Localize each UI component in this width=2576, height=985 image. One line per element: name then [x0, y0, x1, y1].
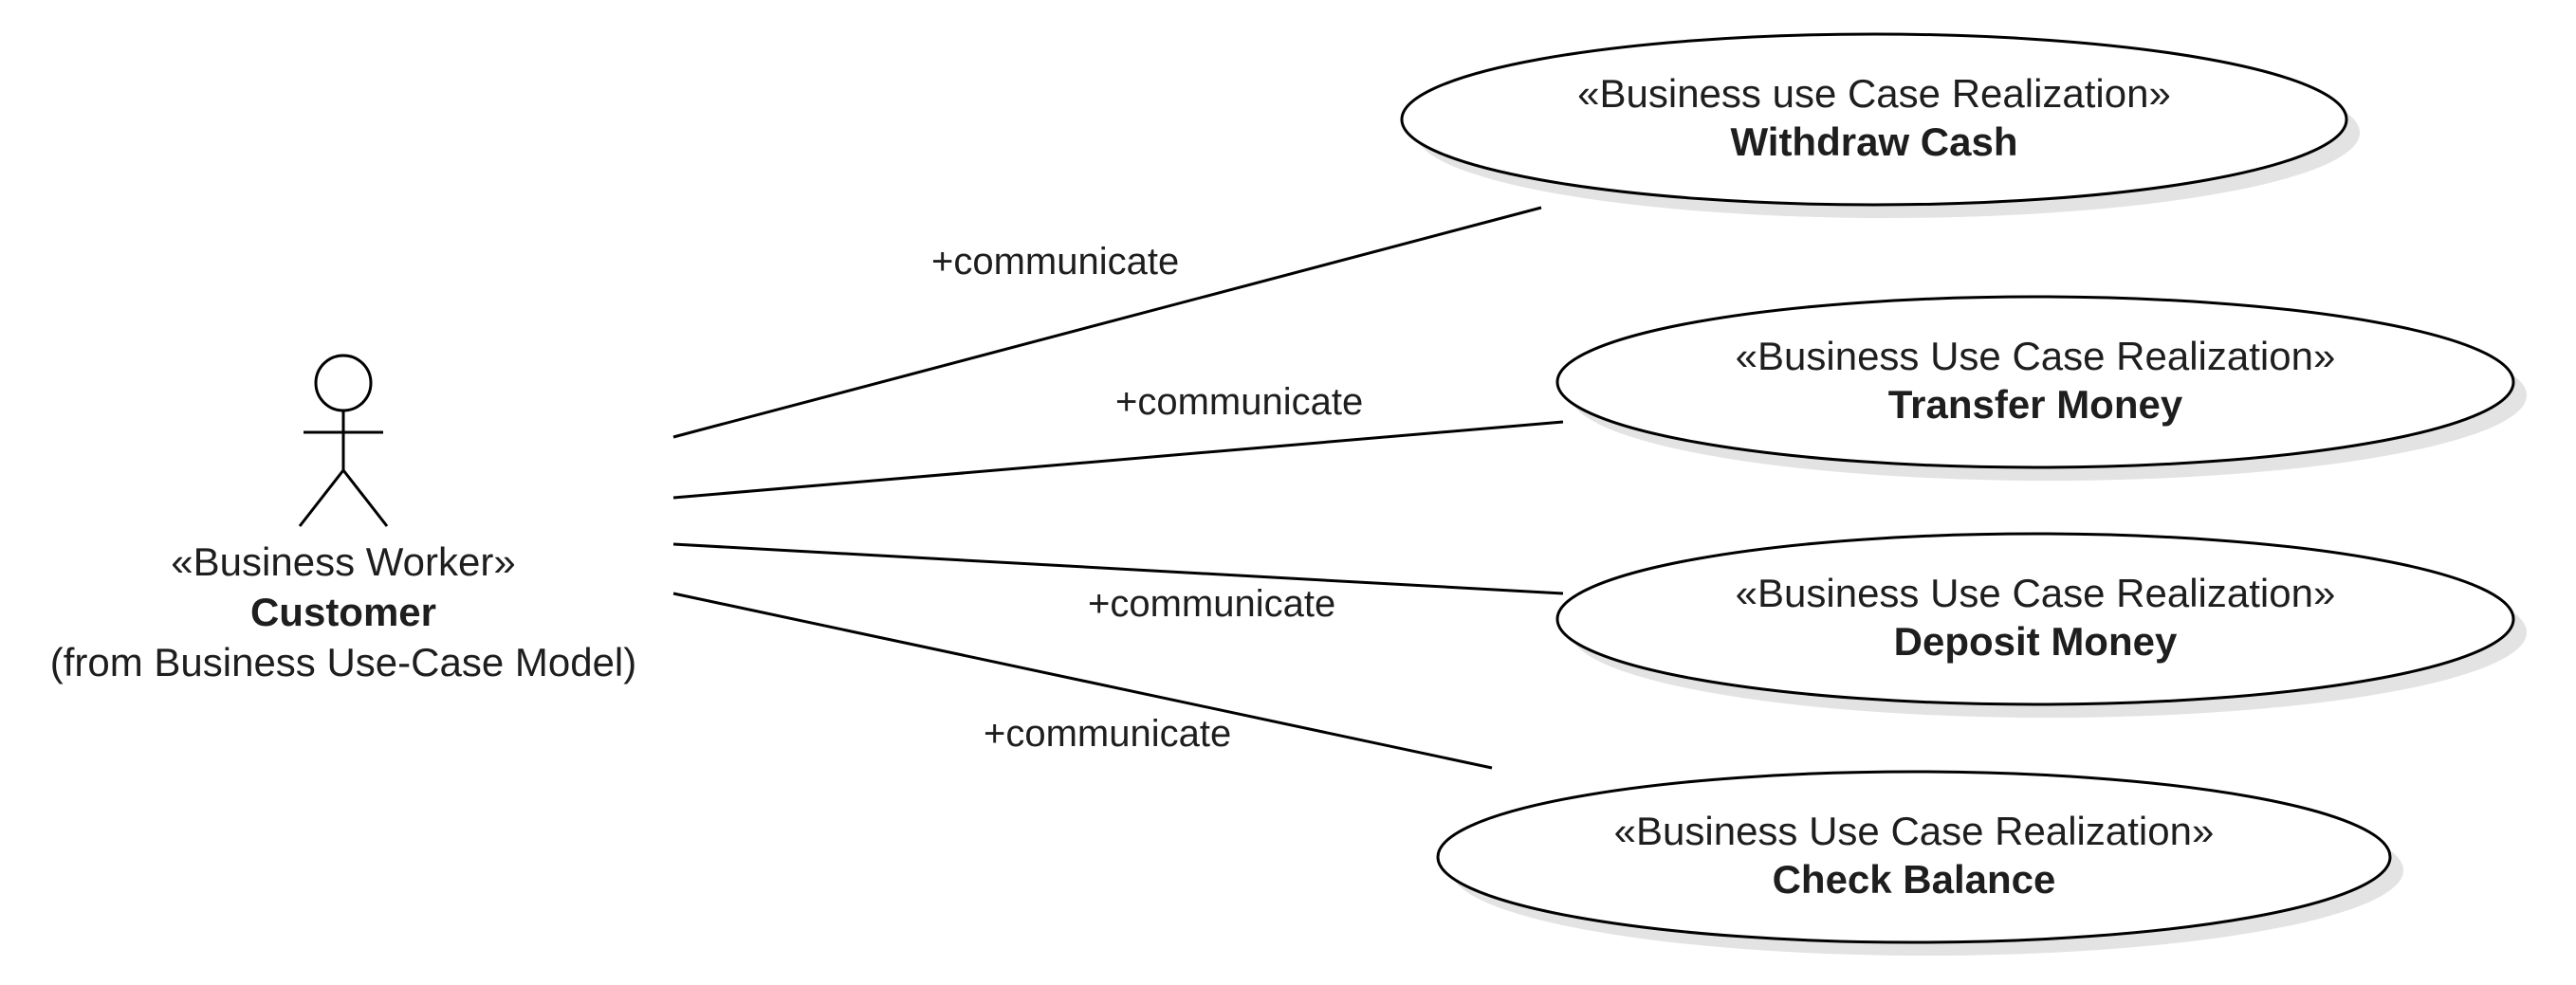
use-case-deposit-money[interactable]: «Business Use Case Realization» Deposit … — [1555, 532, 2527, 718]
association-line — [672, 592, 1493, 770]
actor-origin: (from Business Use-Case Model) — [50, 640, 637, 684]
association-label: +communicate — [984, 713, 1231, 755]
use-case-stereotype: «Business Use Case Realization» — [1614, 809, 2215, 853]
association-withdraw-cash[interactable]: +communicate — [672, 206, 1542, 439]
association-line — [672, 542, 1564, 595]
actor-customer[interactable]: «Business Worker» Customer (from Busines… — [50, 354, 637, 684]
association-label: +communicate — [1115, 381, 1363, 423]
use-case-ellipse — [1555, 532, 2515, 706]
use-case-ellipse — [1436, 770, 2392, 944]
association-line — [672, 206, 1542, 439]
stick-figure-icon — [298, 354, 389, 527]
actor-stereotype: «Business Worker» — [171, 539, 515, 584]
use-case-check-balance[interactable]: «Business Use Case Realization» Check Ba… — [1436, 770, 2403, 956]
use-case-withdraw-cash[interactable]: «Business use Case Realization» Withdraw… — [1400, 32, 2360, 218]
use-case-name: Deposit Money — [1894, 619, 2178, 664]
use-case-name: Check Balance — [1773, 857, 2056, 902]
use-case-ellipse — [1555, 295, 2515, 469]
use-case-transfer-money[interactable]: «Business Use Case Realization» Transfer… — [1555, 295, 2527, 481]
association-transfer-money[interactable]: +communicate — [672, 381, 1564, 500]
use-case-ellipse — [1400, 32, 2348, 207]
association-deposit-money[interactable]: +communicate — [672, 542, 1564, 625]
association-check-balance[interactable]: +communicate — [672, 592, 1493, 770]
use-case-stereotype: «Business use Case Realization» — [1577, 71, 2171, 116]
association-label: +communicate — [1088, 583, 1335, 625]
actor-name: Customer — [250, 590, 436, 634]
use-case-name: Transfer Money — [1888, 382, 2183, 427]
use-case-stereotype: «Business Use Case Realization» — [1736, 334, 2336, 378]
association-label: +communicate — [931, 241, 1179, 283]
actor-left-leg — [298, 469, 345, 527]
actor-right-leg — [341, 469, 389, 527]
use-case-name: Withdraw Cash — [1731, 119, 2018, 164]
association-line — [672, 420, 1564, 500]
use-case-stereotype: «Business Use Case Realization» — [1736, 571, 2336, 615]
actor-head — [314, 354, 373, 412]
